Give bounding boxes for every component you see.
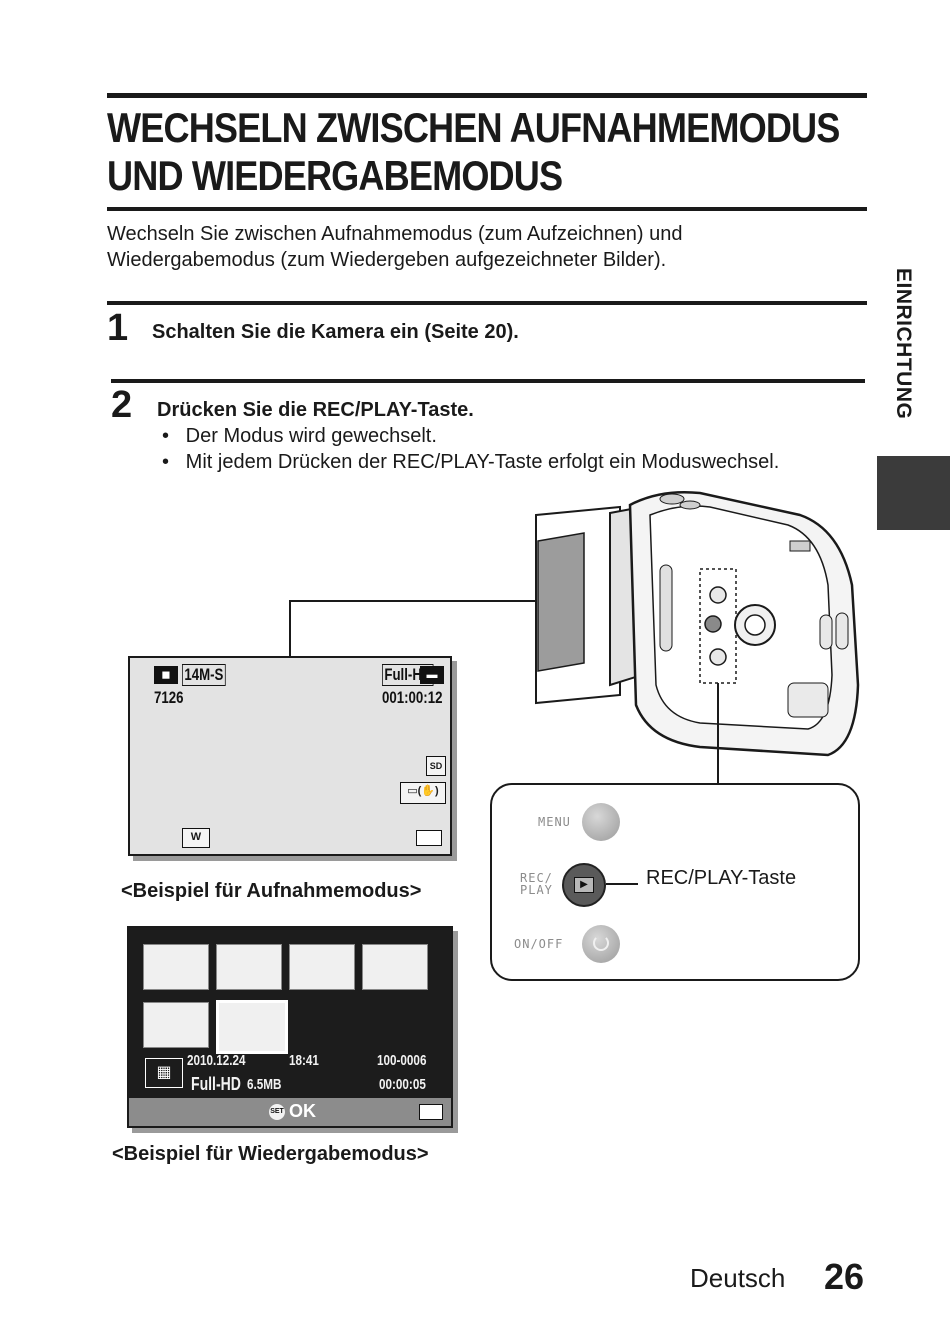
intro-paragraph: Wechseln Sie zwischen Aufnahmemodus (zum… [107, 221, 867, 273]
battery-icon [419, 1104, 443, 1120]
camera-illustration [289, 490, 860, 783]
playback-status-bar: SET OK [129, 1098, 451, 1126]
shots-remaining: 7126 [154, 688, 184, 707]
section-side-label: EINRICHTUNG [892, 268, 915, 420]
video-camera-icon: ▬ [420, 666, 444, 684]
bullet-text: Der Modus wird gewechselt. [185, 425, 437, 447]
step-1-text: Schalten Sie die Kamera ein (Seite 20). [152, 321, 519, 343]
playback-duration: 00:00:05 [379, 1076, 426, 1093]
callout-line [606, 883, 638, 885]
thumbnail-owl [143, 944, 209, 990]
playback-mode: Full-HD [191, 1074, 241, 1094]
playback-mode-screen: ▦ 2010.12.24 18:41 100-0006 Full-HD 6.5M… [127, 926, 453, 1128]
menu-label: MENU [538, 815, 571, 829]
step-2-text: Drücken Sie die REC/PLAY-Taste. [157, 399, 474, 421]
thumbnail-rabbit-selected [216, 1000, 288, 1054]
button-panel-callout: MENU REC/ PLAY ▶ REC/PLAY-Taste ON/OFF [490, 783, 860, 981]
title-line-1: WECHSELN ZWISCHEN AUFNAHMEMODUS [107, 104, 840, 151]
power-button[interactable] [582, 925, 620, 963]
playback-size: 6.5MB [247, 1076, 282, 1093]
page-title: WECHSELN ZWISCHEN AUFNAHMEMODUS UND WIED… [107, 104, 840, 200]
section-side-tab [877, 456, 950, 530]
thumbnail-girl [143, 1002, 209, 1048]
page-number: 26 [824, 1256, 865, 1297]
step-2-bullet-1: • Der Modus wird gewechselt. [162, 425, 437, 447]
top-rule [107, 93, 867, 98]
title-bottom-rule [107, 207, 867, 211]
intro-line-2: Wiedergabemodus (zum Wiedergeben aufgeze… [107, 249, 667, 271]
title-line-2: UND WIEDERGABEMODUS [107, 152, 563, 199]
rec-play-label-1: REC/ [520, 871, 553, 885]
resolution-indicator: 14M-S [182, 664, 226, 686]
rec-play-callout: REC/PLAY-Taste [646, 867, 797, 889]
time-remaining: 001:00:12 [382, 688, 443, 707]
step-2-bullet-2: • Mit jedem Drücken der REC/PLAY-Taste e… [162, 451, 780, 473]
stabilizer-icon: ▭(✋) [400, 782, 446, 804]
playback-file-number: 100-0006 [377, 1052, 427, 1069]
thumbnail-birds [216, 944, 282, 990]
power-icon [593, 935, 609, 951]
rec-play-label-2: PLAY [520, 883, 553, 897]
menu-button[interactable] [582, 803, 620, 841]
camera-icon: ◼ [154, 666, 178, 684]
recording-mode-screen: ◼ 14M-S 7126 Full-HD ▬ 001:00:12 SD ▭(✋)… [128, 656, 452, 856]
battery-icon [416, 830, 442, 846]
play-icon: ▶ [574, 877, 594, 893]
step-2-rule [111, 379, 865, 383]
set-icon: SET [269, 1104, 285, 1120]
rec-play-button[interactable]: ▶ [562, 863, 606, 907]
recording-caption: <Beispiel für Aufnahmemodus> [121, 880, 422, 902]
playback-caption: <Beispiel für Wiedergabemodus> [112, 1143, 429, 1165]
playback-date: 2010.12.24 [187, 1052, 246, 1069]
onoff-label: ON/OFF [514, 937, 564, 951]
step-1-number: 1 [107, 307, 129, 349]
film-icon: ▦ [145, 1058, 183, 1088]
sd-card-icon: SD [426, 756, 446, 776]
step-2-number: 2 [111, 384, 133, 426]
thumbnail-portrait [362, 944, 428, 990]
playback-time: 18:41 [289, 1052, 319, 1069]
ok-label: OK [289, 1101, 316, 1121]
intro-line-1: Wechseln Sie zwischen Aufnahmemodus (zum… [107, 223, 683, 245]
footer-language: Deutsch [690, 1263, 786, 1293]
bullet-text: Mit jedem Drücken der REC/PLAY-Taste erf… [185, 451, 780, 473]
thumbnail-child [289, 944, 355, 990]
step-1-rule [107, 301, 867, 305]
white-balance-icon: W [182, 828, 210, 848]
